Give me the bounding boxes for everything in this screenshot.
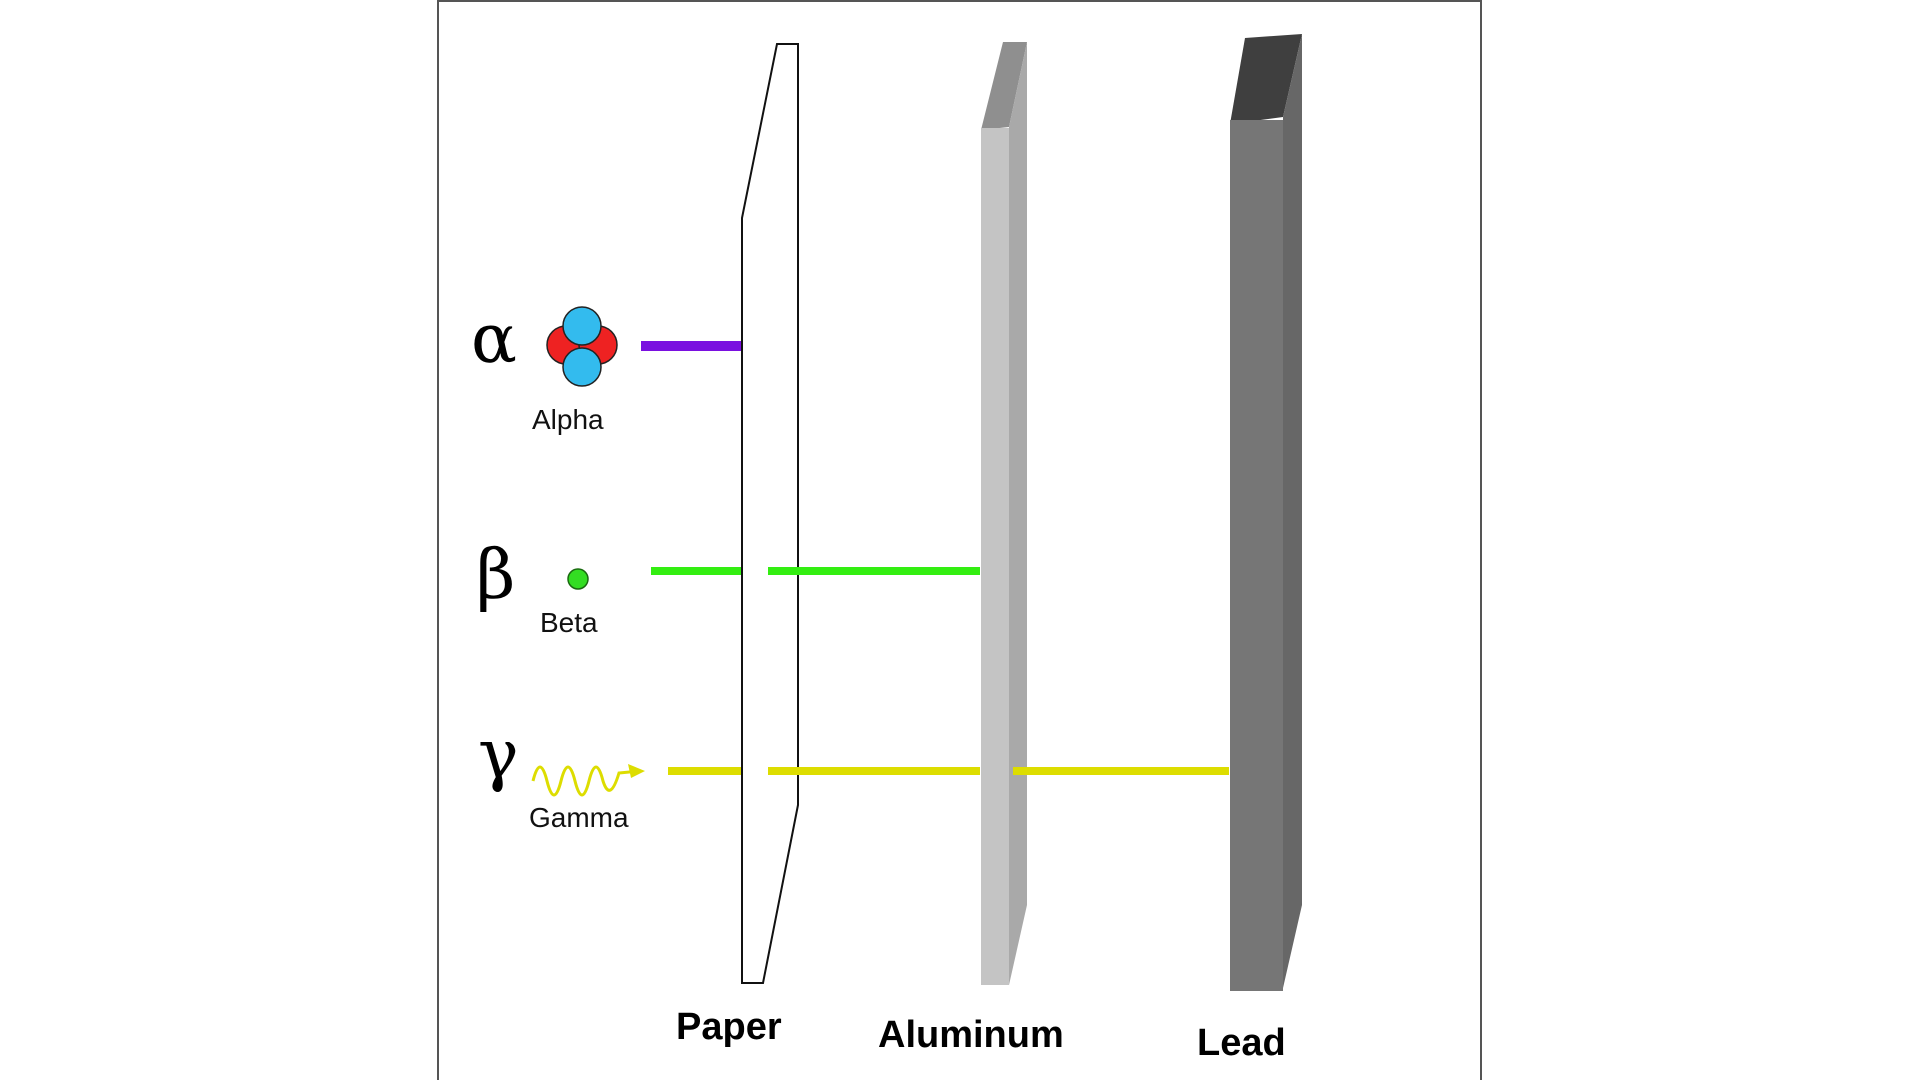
beta-particle-icon — [567, 568, 589, 590]
lead-shield-top — [1230, 34, 1302, 124]
alpha-label: Alpha — [532, 404, 604, 435]
gamma-label: Gamma — [529, 802, 629, 833]
gamma-symbol: γ — [478, 716, 519, 795]
beta-label: Beta — [540, 607, 598, 638]
lead-label: Lead — [1197, 1022, 1286, 1064]
alpha-particle-icon — [546, 306, 618, 387]
aluminum-shield-side — [1009, 42, 1027, 985]
gamma-wave-icon — [531, 764, 645, 797]
aluminum-label: Aluminum — [878, 1014, 1064, 1056]
beta-symbol: β — [476, 536, 515, 615]
alpha-symbol: α — [471, 300, 517, 379]
neutron-icon — [562, 306, 602, 346]
lead-shield-front — [1230, 120, 1283, 991]
neutron-icon — [562, 347, 602, 387]
lead-shield — [1230, 34, 1302, 991]
aluminum-shield-front — [981, 128, 1009, 985]
lead-shield-side — [1283, 34, 1302, 988]
paper-shield — [741, 43, 799, 984]
paper-label: Paper — [676, 1006, 782, 1048]
aluminum-shield — [981, 42, 1027, 985]
aluminum-shield-top — [981, 42, 1027, 130]
